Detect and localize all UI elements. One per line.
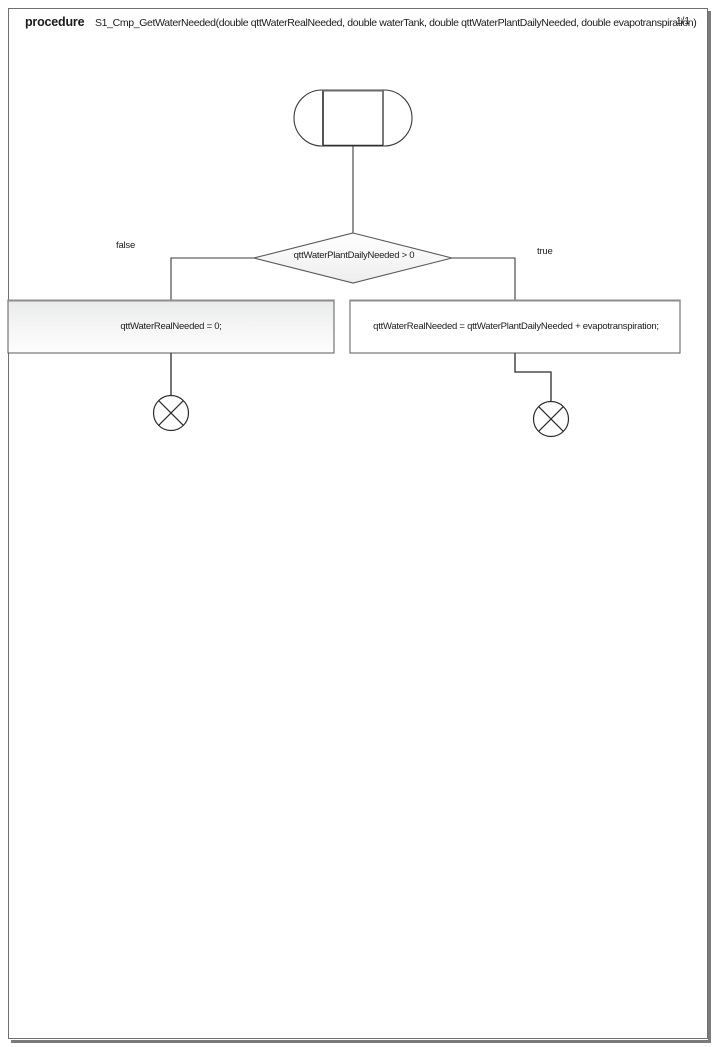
decision-condition-label: qttWaterPlantDailyNeeded > 0 [293,250,415,261]
branch-label-false: false [116,240,136,251]
procedure-signature-label: S1_Cmp_GetWaterNeeded(double qttWaterRea… [95,17,697,29]
statement-text-false-branch: qttWaterRealNeeded = 0; [120,321,222,332]
branch-label-true: true [537,246,553,257]
page-shadow-bottom [11,1040,711,1043]
procedure-keyword-label: procedure [25,15,85,29]
page-number-label: 1/1 [676,16,690,27]
page-shadow-right [708,11,711,1043]
page-sheet [8,8,708,1039]
statement-text-true-branch: qttWaterRealNeeded = qttWaterPlantDailyN… [373,321,659,332]
